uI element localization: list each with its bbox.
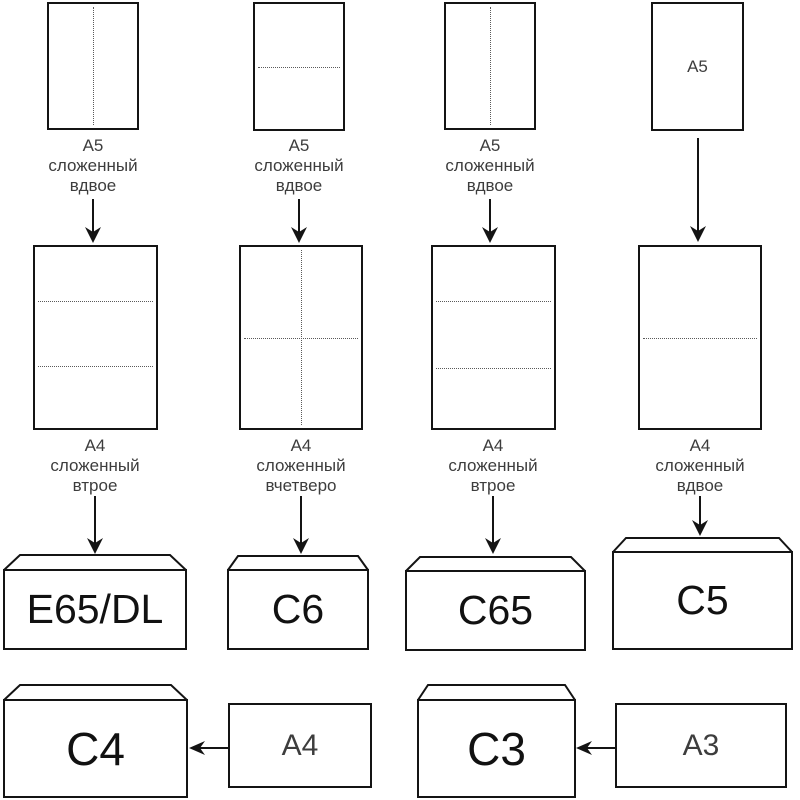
- fold-line-horizontal: [38, 366, 153, 368]
- a5-sheet-unfolded: A5: [651, 2, 744, 131]
- envelope-c6: C6: [227, 555, 369, 650]
- down-arrow-icon: [485, 496, 501, 554]
- caption-a5-folded-in-half: A5 сложенный вдвое: [8, 136, 178, 196]
- a4-sheet-unfolded: A4: [228, 703, 372, 788]
- a4-sheet-fold-thirds: [431, 245, 556, 430]
- envelope-label: C65: [457, 587, 534, 633]
- fold-line-horizontal: [436, 368, 551, 370]
- down-arrow-icon: [87, 496, 103, 554]
- fold-line-horizontal: [38, 301, 153, 303]
- caption-a5-folded-in-half: A5 сложенный вдвое: [214, 136, 384, 196]
- caption-line: A5: [82, 136, 104, 155]
- envelope-outline: [612, 537, 793, 650]
- fold-line-vertical: [93, 7, 94, 125]
- down-arrow-icon: [293, 496, 309, 554]
- caption-line: A4: [689, 436, 711, 455]
- a4-sheet-fold-half: [638, 245, 762, 430]
- caption-line: сложенный: [254, 156, 344, 175]
- caption-a4-folded-half: A4 сложенный вдвое: [615, 436, 785, 496]
- caption-a4-folded-thirds: A4 сложенный втрое: [408, 436, 578, 496]
- sheet-label: A3: [682, 728, 720, 762]
- down-arrow-icon: [291, 199, 307, 243]
- left-arrow-icon: [576, 741, 616, 755]
- caption-line: A4: [290, 436, 312, 455]
- caption-line: втрое: [470, 476, 516, 495]
- down-arrow-icon: [690, 138, 706, 242]
- envelope-label: C4: [66, 722, 125, 775]
- fold-line-horizontal: [258, 66, 340, 68]
- envelope-c3: C3: [417, 684, 576, 798]
- envelope-label: C5: [676, 577, 729, 623]
- envelope-outline: [417, 684, 576, 798]
- envelope-label: C6: [271, 586, 325, 632]
- caption-line: A5: [479, 136, 501, 155]
- caption-line: сложенный: [445, 156, 535, 175]
- a4-sheet-fold-thirds: [33, 245, 158, 430]
- caption-line: A4: [84, 436, 106, 455]
- a4-sheet-fold-quarters: [239, 245, 363, 430]
- envelope-flap: [3, 684, 188, 701]
- envelope-c65: C65: [405, 556, 586, 651]
- caption-line: втрое: [72, 476, 118, 495]
- fold-line-horizontal: [643, 337, 757, 339]
- down-arrow-icon: [692, 496, 708, 536]
- caption-line: сложенный: [50, 456, 140, 475]
- envelope-outline: [3, 684, 188, 798]
- envelope-outline: [405, 556, 586, 651]
- caption-line: вдвое: [275, 176, 323, 195]
- caption-a4-folded-thirds: A4 сложенный втрое: [10, 436, 180, 496]
- down-arrow-icon: [482, 199, 498, 243]
- caption-line: вдвое: [69, 176, 117, 195]
- caption-line: сложенный: [655, 456, 745, 475]
- fold-line-horizontal: [244, 337, 358, 339]
- down-arrow-icon: [85, 199, 101, 243]
- fold-line-vertical: [490, 7, 491, 125]
- sheet-label: A4: [281, 728, 319, 762]
- caption-line: сложенный: [448, 456, 538, 475]
- envelope-c5: C5: [612, 537, 793, 650]
- envelope-outline: [227, 555, 369, 650]
- envelope-body: [3, 699, 188, 798]
- envelope-outline: [3, 554, 187, 650]
- envelope-e65-dl: E65/DL: [3, 554, 187, 650]
- envelope-c4-highlighted: C4: [3, 684, 188, 798]
- caption-line: A4: [482, 436, 504, 455]
- fold-line-horizontal: [436, 301, 551, 303]
- a5-sheet-fold-vertical: [444, 2, 536, 130]
- sheet-label: A5: [687, 56, 708, 76]
- caption-line: вчетверо: [265, 476, 337, 495]
- caption-line: сложенный: [48, 156, 138, 175]
- left-arrow-icon: [189, 741, 229, 755]
- caption-line: вдвое: [676, 476, 724, 495]
- a3-sheet-unfolded: A3: [615, 703, 787, 788]
- caption-line: вдвое: [466, 176, 514, 195]
- caption-line: сложенный: [256, 456, 346, 475]
- envelope-label: C3: [467, 722, 526, 775]
- caption-a4-folded-quarters: A4 сложенный вчетверо: [216, 436, 386, 496]
- envelope-label: E65/DL: [26, 586, 164, 632]
- a5-sheet-fold-vertical: [47, 2, 139, 130]
- caption-a5-folded-in-half: A5 сложенный вдвое: [405, 136, 575, 196]
- caption-line: A5: [288, 136, 310, 155]
- a5-sheet-fold-horizontal: [253, 2, 345, 131]
